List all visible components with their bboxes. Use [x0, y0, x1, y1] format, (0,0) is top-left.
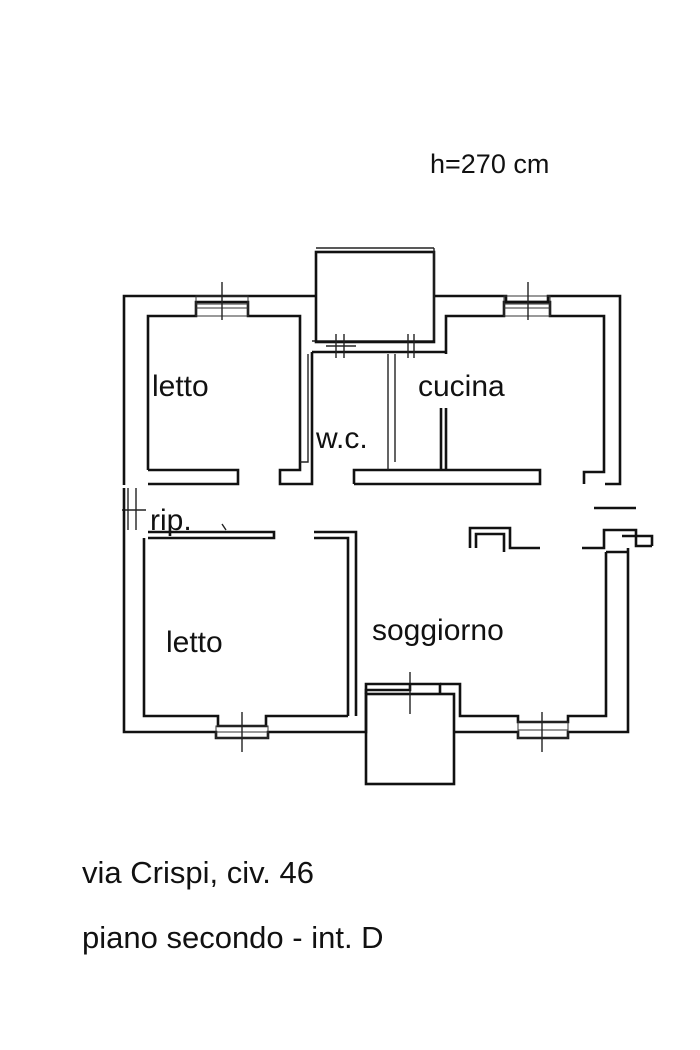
window-bottom-left [215, 712, 269, 752]
room-label-wc: w.c. [315, 422, 368, 455]
right-wall-opening [582, 506, 654, 550]
window-top-right [503, 282, 551, 320]
ceiling-height-label: h=270 cm [430, 149, 549, 179]
top-balcony [314, 247, 436, 344]
corridor-walls [122, 488, 540, 716]
room-label-bedroom-top: letto [152, 370, 209, 403]
room-label-bedroom-bottom: letto [166, 626, 223, 659]
address-street: via Crispi, civ. 46 [82, 855, 314, 890]
room-label-kitchen: cucina [418, 370, 505, 403]
address-floor: piano secondo - int. D [82, 920, 384, 955]
room-label-storage: rip. [150, 504, 192, 537]
window-top-left [195, 282, 249, 320]
room-label-living: soggiorno [372, 614, 504, 647]
window-kitchen-balcony [407, 334, 415, 358]
bottom-balcony [364, 672, 456, 786]
window-bottom-right [517, 712, 569, 752]
window-wc [326, 334, 356, 358]
